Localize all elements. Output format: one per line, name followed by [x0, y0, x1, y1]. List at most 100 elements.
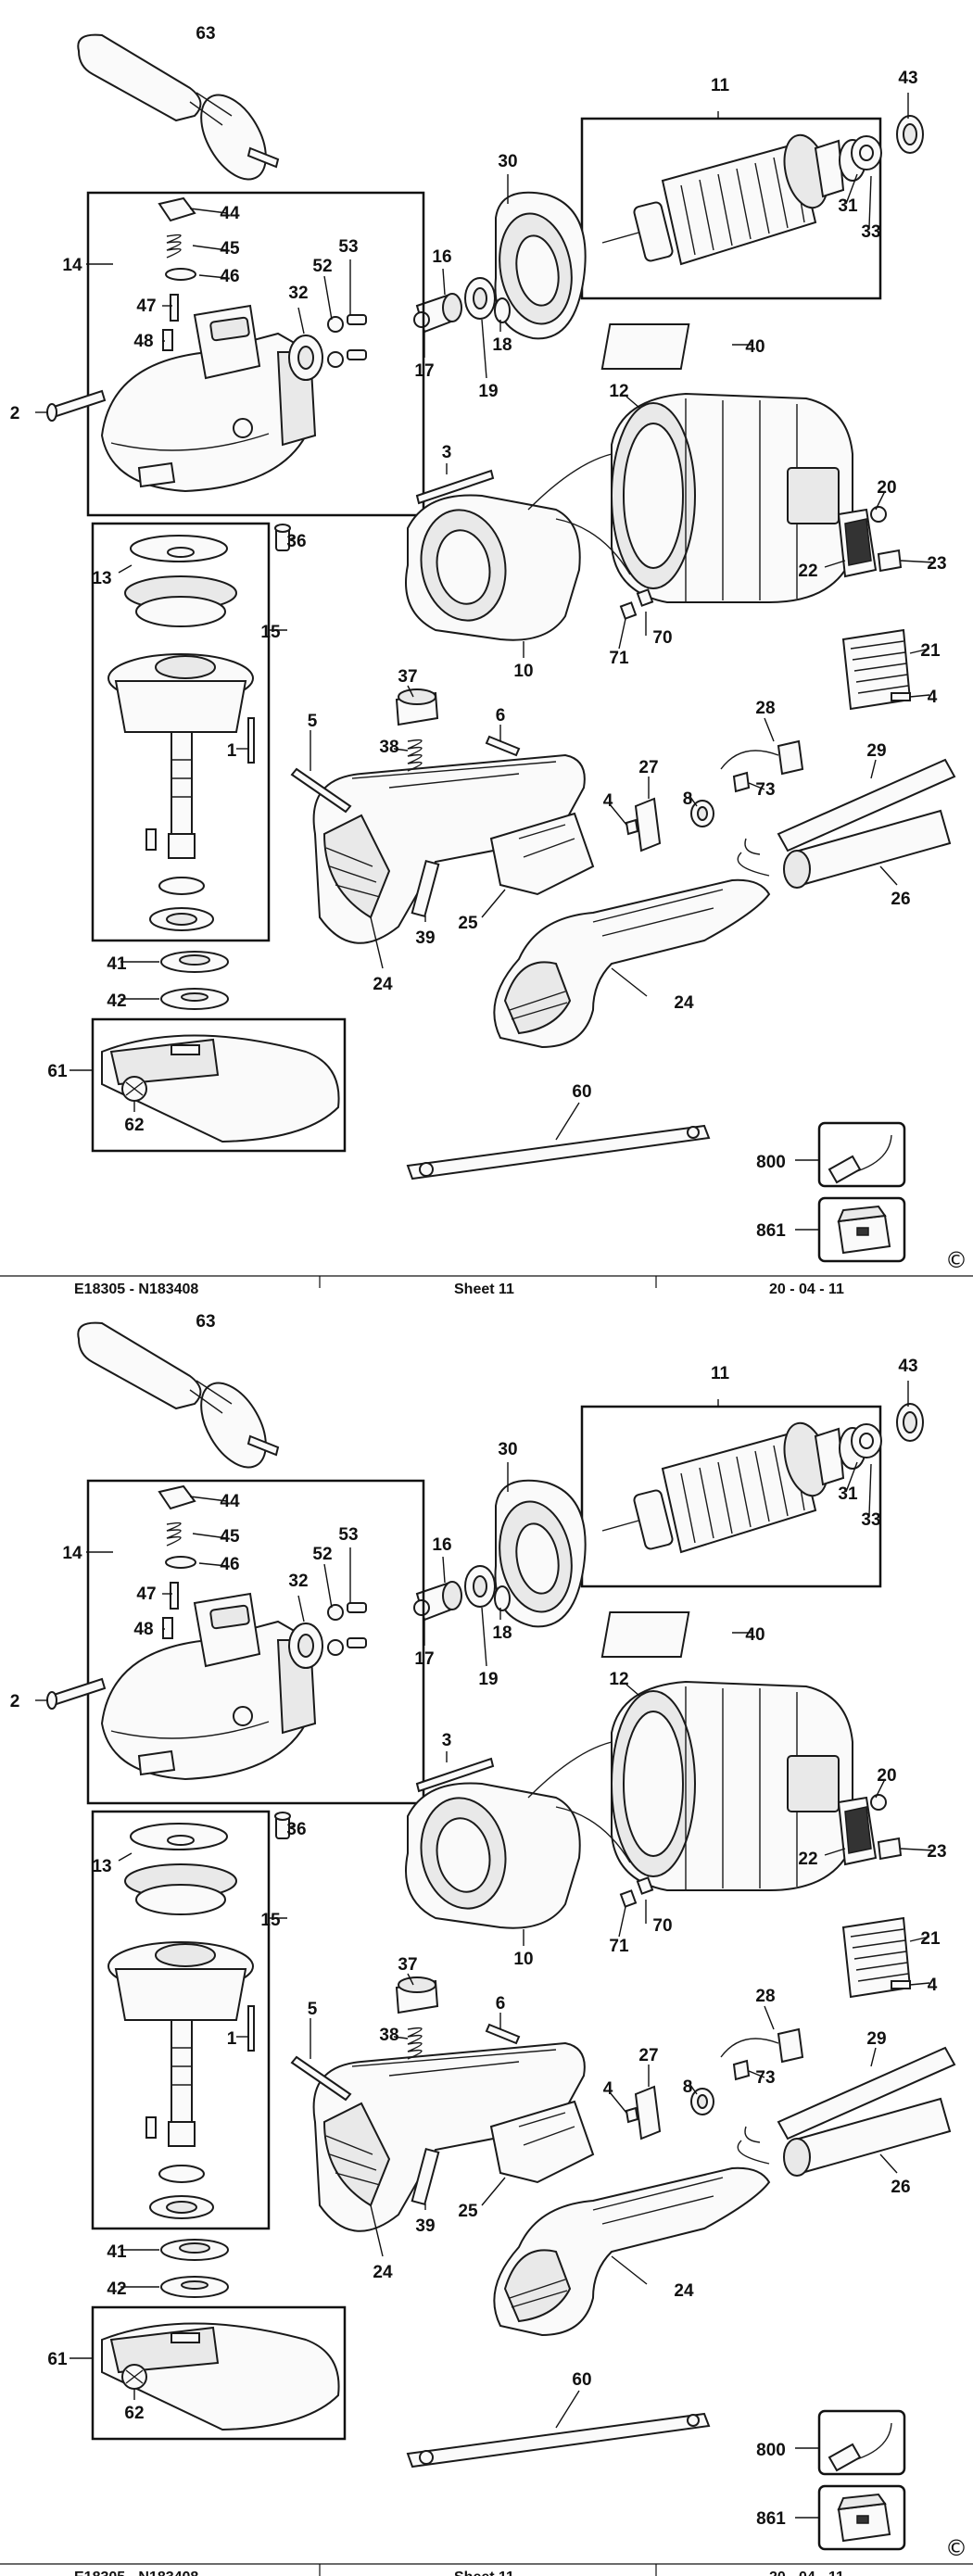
part-label-33: 33: [861, 1510, 880, 1530]
part-label-43: 43: [898, 69, 917, 88]
part-label-11: 11: [711, 1364, 730, 1383]
part-label-18: 18: [492, 1623, 512, 1643]
part-label-53: 53: [338, 1525, 358, 1545]
part-label-70: 70: [652, 1916, 672, 1936]
part-label-23: 23: [927, 554, 946, 574]
copyright-mark: ©: [945, 1247, 967, 1273]
part-label-10: 10: [513, 662, 533, 681]
part-label-24: 24: [674, 993, 694, 1013]
part-label-24: 24: [373, 975, 393, 994]
part-label-861: 861: [756, 1221, 786, 1241]
part-label-26: 26: [891, 2178, 910, 2197]
part-label-53: 53: [338, 237, 358, 257]
part-label-31: 31: [838, 196, 858, 216]
part-label-14: 14: [62, 256, 82, 275]
part-label-32: 32: [288, 1572, 308, 1591]
part-label-73: 73: [755, 2068, 775, 2088]
part-label-33: 33: [861, 222, 880, 242]
part-label-39: 39: [415, 2216, 435, 2236]
part-label-4: 4: [928, 1976, 938, 1995]
part-label-21: 21: [920, 1929, 941, 1949]
part-label-60: 60: [572, 1082, 591, 1102]
part-label-32: 32: [288, 284, 308, 303]
part-label-4: 4: [603, 2079, 613, 2099]
part-label-16: 16: [432, 1535, 451, 1555]
part-label-8: 8: [683, 2077, 693, 2097]
footer-right: 20 - 04 - 11: [769, 2570, 844, 2576]
part-label-800: 800: [756, 1153, 786, 1172]
part-label-40: 40: [745, 337, 764, 357]
part-label-47: 47: [136, 297, 156, 316]
part-label-37: 37: [398, 667, 417, 687]
part-label-31: 31: [838, 1484, 858, 1504]
part-label-71: 71: [609, 649, 629, 668]
part-label-3: 3: [442, 443, 452, 462]
part-label-39: 39: [415, 928, 435, 948]
part-label-42: 42: [107, 2279, 126, 2299]
part-label-44: 44: [220, 204, 240, 223]
part-label-1: 1: [227, 2029, 237, 2049]
part-label-6: 6: [496, 706, 506, 726]
part-label-22: 22: [798, 1850, 817, 1869]
part-label-19: 19: [478, 382, 498, 401]
part-label-11: 11: [711, 76, 730, 95]
part-label-20: 20: [877, 478, 896, 498]
part-label-13: 13: [92, 1857, 111, 1876]
part-label-12: 12: [609, 1670, 628, 1689]
part-label-48: 48: [133, 332, 153, 351]
part-label-800: 800: [756, 2441, 786, 2460]
part-label-10: 10: [513, 1950, 533, 1969]
part-label-24: 24: [674, 2281, 694, 2301]
part-label-27: 27: [638, 758, 658, 777]
part-label-43: 43: [898, 1357, 917, 1376]
part-label-62: 62: [124, 1116, 144, 1135]
part-label-4: 4: [603, 791, 613, 811]
part-label-52: 52: [312, 1545, 332, 1564]
footer-right: 20 - 04 - 11: [769, 1282, 844, 1297]
part-label-29: 29: [866, 741, 886, 761]
part-label-1: 1: [227, 741, 237, 761]
footer-mid: Sheet 11: [454, 1282, 514, 1297]
part-label-46: 46: [220, 1555, 239, 1574]
part-label-36: 36: [286, 1820, 306, 1839]
part-label-45: 45: [220, 239, 240, 259]
part-label-29: 29: [866, 2029, 886, 2049]
part-label-60: 60: [572, 2370, 591, 2390]
part-label-19: 19: [478, 1670, 498, 1689]
part-label-16: 16: [432, 247, 451, 267]
part-label-5: 5: [308, 2000, 318, 2019]
part-label-26: 26: [891, 890, 910, 909]
part-label-18: 18: [492, 335, 512, 355]
part-label-23: 23: [927, 1842, 946, 1862]
part-label-61: 61: [47, 1062, 68, 1081]
part-label-13: 13: [92, 569, 111, 588]
part-label-52: 52: [312, 257, 332, 276]
part-label-48: 48: [133, 1620, 153, 1639]
part-label-38: 38: [379, 738, 398, 757]
part-label-73: 73: [755, 780, 775, 800]
part-label-30: 30: [498, 152, 517, 171]
part-label-45: 45: [220, 1527, 240, 1547]
part-label-12: 12: [609, 382, 628, 401]
part-label-25: 25: [458, 914, 478, 933]
part-label-46: 46: [220, 267, 239, 286]
part-label-38: 38: [379, 2026, 398, 2045]
part-label-17: 17: [414, 1649, 434, 1669]
part-label-41: 41: [107, 954, 127, 974]
part-label-15: 15: [260, 1911, 281, 1930]
part-label-40: 40: [745, 1625, 764, 1645]
part-label-42: 42: [107, 991, 126, 1011]
part-label-61: 61: [47, 2350, 68, 2369]
part-label-41: 41: [107, 2242, 127, 2262]
part-label-30: 30: [498, 1440, 517, 1459]
part-label-47: 47: [136, 1585, 156, 1604]
part-label-27: 27: [638, 2046, 658, 2065]
part-label-2: 2: [10, 1692, 20, 1711]
part-label-8: 8: [683, 789, 693, 809]
footer-left: E18305 - N183408: [74, 2570, 198, 2576]
part-label-71: 71: [609, 1937, 629, 1956]
part-label-17: 17: [414, 361, 434, 381]
part-label-28: 28: [755, 1987, 775, 2006]
part-label-15: 15: [260, 623, 281, 642]
